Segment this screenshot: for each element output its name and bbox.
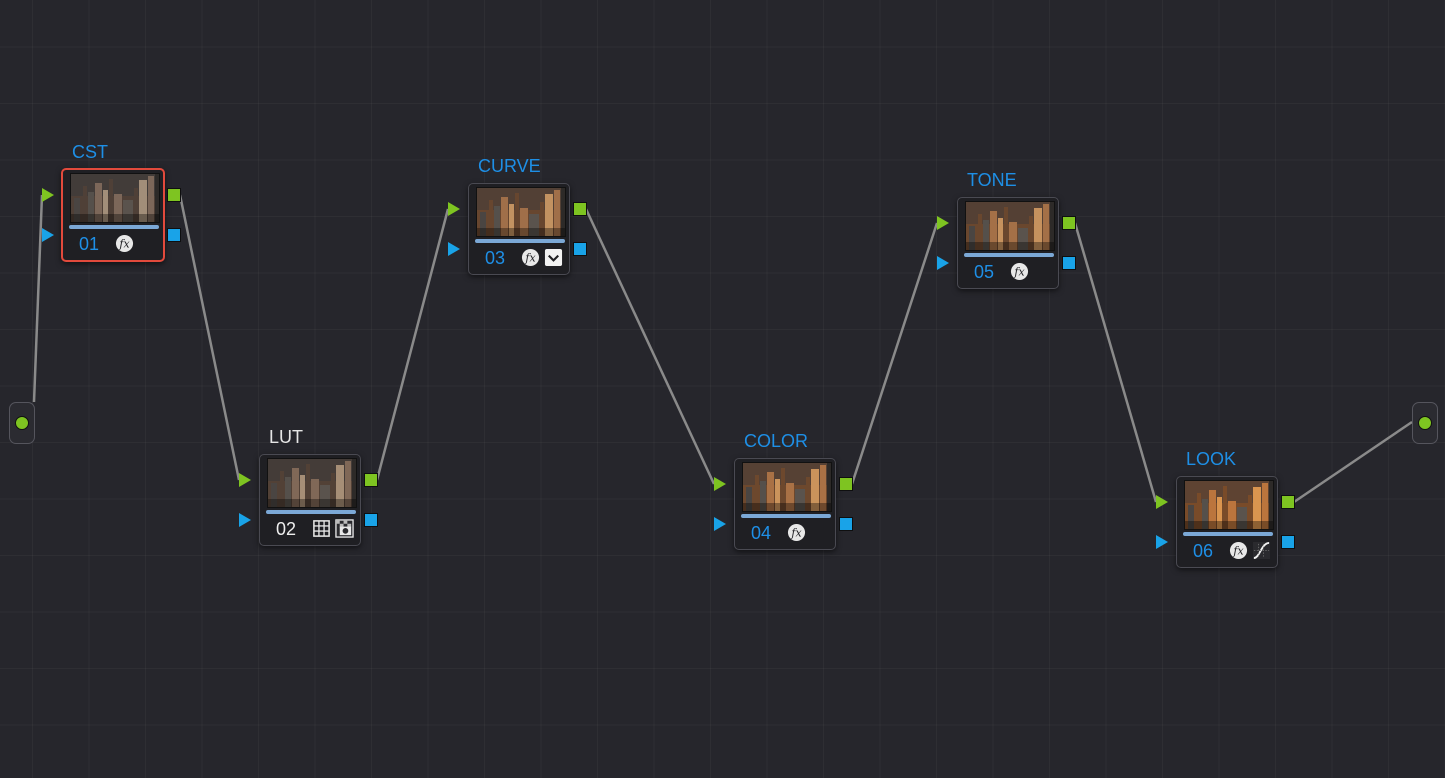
node-tool-icons: [312, 519, 354, 538]
node-body[interactable]: 01 fx: [61, 168, 165, 262]
svg-text:fx: fx: [1013, 265, 1024, 278]
node-status-bar: [741, 514, 831, 518]
node-body[interactable]: 02: [259, 454, 361, 546]
alpha-output-port-icon[interactable]: [839, 517, 853, 531]
node-thumbnail: [267, 458, 357, 508]
node-tool-icons: fx: [1010, 262, 1029, 281]
connection-wire: [850, 222, 939, 485]
rgb-input-port-icon[interactable]: [239, 473, 251, 487]
fx-icon: fx: [787, 523, 806, 542]
node-status-bar: [266, 510, 356, 514]
alpha-input-port-icon[interactable]: [448, 242, 460, 256]
alpha-output-port-icon[interactable]: [573, 242, 587, 256]
node-status-bar: [964, 253, 1054, 257]
node-number: 05: [974, 262, 995, 282]
node-status-bar: [1183, 532, 1273, 536]
rgb-input-port-icon[interactable]: [42, 188, 54, 202]
fx-icon: fx: [1229, 541, 1248, 560]
svg-text:fx: fx: [118, 237, 129, 250]
rgb-output-port-icon[interactable]: [1281, 495, 1295, 509]
key-mask-icon: [335, 519, 354, 538]
node-status-bar: [69, 225, 159, 229]
node-tool-icons: fx: [787, 523, 806, 542]
alpha-input-port-icon[interactable]: [42, 228, 54, 242]
connection-wire: [1293, 420, 1413, 504]
svg-text:fx: fx: [1232, 544, 1243, 557]
fx-icon: fx: [115, 234, 134, 253]
node-body[interactable]: 04 fx: [734, 458, 836, 550]
node-thumbnail: [1184, 480, 1274, 530]
alpha-output-port-icon[interactable]: [1062, 256, 1076, 270]
alpha-output-port-icon[interactable]: [364, 513, 378, 527]
rgb-output-port-icon[interactable]: [364, 473, 378, 487]
node-tool-icons: fx: [521, 248, 563, 267]
node-status-bar: [475, 239, 565, 243]
node-label[interactable]: LOOK: [1186, 449, 1237, 469]
connection-wire: [375, 208, 450, 481]
alpha-input-port-icon[interactable]: [937, 256, 949, 270]
node-tool-icons: fx: [1229, 541, 1271, 560]
node-number: 03: [485, 248, 506, 268]
node-number: 01: [79, 234, 100, 254]
node-thumbnail: [965, 201, 1055, 251]
node-body[interactable]: 05 fx: [957, 197, 1059, 289]
rgb-input-port-icon[interactable]: [937, 216, 949, 230]
svg-text:fx: fx: [790, 526, 801, 539]
rgb-output-port-icon[interactable]: [167, 188, 181, 202]
node-tool-icons: fx: [115, 234, 134, 253]
alpha-output-port-icon[interactable]: [1281, 535, 1295, 549]
rgb-output-port-icon[interactable]: [839, 477, 853, 491]
rgb-input-port-icon[interactable]: [1156, 495, 1168, 509]
output-node[interactable]: [1412, 402, 1438, 444]
connection-wire: [1073, 222, 1158, 503]
connection-wire: [584, 208, 716, 485]
rgb-output-port-icon[interactable]: [1062, 216, 1076, 230]
node-body[interactable]: 06 fx: [1176, 476, 1278, 568]
source-input-node[interactable]: [9, 402, 35, 444]
dropdown-check-icon: [544, 248, 563, 267]
fx-icon: fx: [521, 248, 540, 267]
fx-icon: fx: [1010, 262, 1029, 281]
rgb-input-port-icon[interactable]: [714, 477, 726, 491]
node-number: 04: [751, 523, 772, 543]
node-label[interactable]: COLOR: [744, 431, 809, 451]
node-number: 02: [276, 519, 297, 539]
node-thumbnail: [742, 462, 832, 512]
node-label[interactable]: TONE: [967, 170, 1017, 190]
connection-wire: [178, 194, 241, 481]
svg-text:fx: fx: [524, 251, 535, 264]
lut-grid-icon: [312, 519, 331, 538]
curves-icon: [1252, 541, 1271, 560]
alpha-input-port-icon[interactable]: [239, 513, 251, 527]
node-label[interactable]: LUT: [269, 427, 304, 447]
source-output-dot-icon[interactable]: [15, 416, 29, 430]
rgb-input-port-icon[interactable]: [448, 202, 460, 216]
rgb-output-port-icon[interactable]: [573, 202, 587, 216]
node-label[interactable]: CST: [72, 142, 108, 162]
node-body[interactable]: 03 fx: [468, 183, 570, 275]
alpha-input-port-icon[interactable]: [714, 517, 726, 531]
alpha-input-port-icon[interactable]: [1156, 535, 1168, 549]
node-thumbnail: [70, 173, 160, 223]
connection-wire: [32, 194, 44, 403]
node-label[interactable]: CURVE: [478, 156, 541, 176]
node-thumbnail: [476, 187, 566, 237]
alpha-output-port-icon[interactable]: [167, 228, 181, 242]
node-number: 06: [1193, 541, 1214, 561]
output-input-dot-icon[interactable]: [1418, 416, 1432, 430]
